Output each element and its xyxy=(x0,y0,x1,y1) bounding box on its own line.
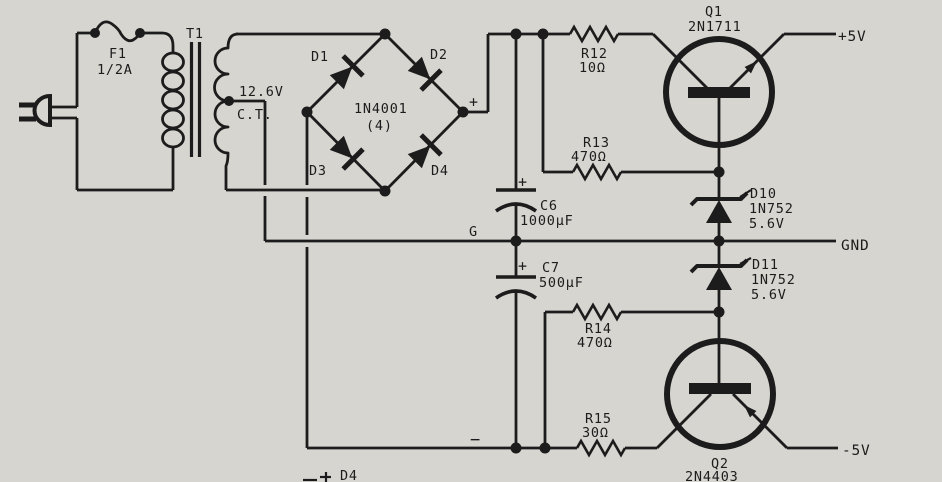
c6-ref: C6 xyxy=(540,198,558,214)
c7-ref: C7 xyxy=(542,260,560,276)
c7-value: 500µF xyxy=(539,275,584,291)
resistor-r15-icon xyxy=(575,438,627,458)
d10-cathode-bar-icon xyxy=(689,191,749,207)
positive-output-label: +5V xyxy=(838,29,867,45)
q2-base-bar-icon xyxy=(689,383,751,394)
diode-d2-label: D2 xyxy=(430,47,448,63)
bridge-rectifier: D1 D2 D3 D4 1N4001 (4) + xyxy=(301,28,478,197)
primary-wiring xyxy=(75,31,173,192)
negative-output-label: -5V xyxy=(842,443,871,459)
d11-ref: D11 xyxy=(752,257,779,273)
capacitor-c6: + C6 1000µF xyxy=(494,34,574,241)
zener-d11: D11 1N752 5.6V xyxy=(689,241,796,318)
r13-value: 470Ω xyxy=(571,149,607,165)
d10-ref: D10 xyxy=(750,186,777,202)
fuse-icon xyxy=(93,20,142,43)
d11-anode-icon xyxy=(706,267,732,290)
r12-value: 10Ω xyxy=(579,60,606,76)
r15-ref: R15 xyxy=(585,411,612,427)
zener-d10: D10 1N752 5.6V xyxy=(689,172,794,241)
q2-emitter-arrow-icon xyxy=(744,405,757,418)
r14-ref: R14 xyxy=(585,321,612,337)
fuse-ref: F1 xyxy=(109,46,127,62)
q1-base-bar-icon xyxy=(688,87,750,98)
diode-d3-icon xyxy=(329,135,365,171)
c6-polarity-sign: + xyxy=(518,173,527,191)
d11-part: 1N752 xyxy=(751,272,796,288)
transistor-q2: Q2 2N4403 -5V xyxy=(656,312,871,482)
c7-polarity-sign: + xyxy=(518,257,527,275)
diode-d3-label: D3 xyxy=(309,163,327,179)
secondary-feeds xyxy=(226,32,385,192)
secondary-winding-icon xyxy=(213,32,239,190)
q1-ref: Q1 xyxy=(705,4,723,20)
diode-d4-icon xyxy=(407,133,443,169)
fuse-value: 1/2A xyxy=(97,62,133,78)
bridge-qty-label: (4) xyxy=(366,118,393,134)
gnd-output-label: GND xyxy=(841,238,870,254)
partial-next-figure: D4 xyxy=(303,468,358,482)
negative-rail: − xyxy=(305,112,657,458)
d10-anode-icon xyxy=(706,200,732,223)
q2-part: 2N4403 xyxy=(685,469,739,482)
transformer-t1: T1 12.6V C.T. xyxy=(140,26,284,190)
q2-ref: Q2 xyxy=(711,456,729,472)
resistor-r14-icon xyxy=(571,302,623,322)
resistor-r13-icon xyxy=(571,162,623,182)
bridge-part-label: 1N4001 xyxy=(354,101,408,117)
c6-curved-plate-icon xyxy=(494,202,538,213)
r15-value: 30Ω xyxy=(582,425,609,441)
c7-curved-plate-icon xyxy=(494,289,538,300)
bridge-positive-sign: + xyxy=(469,93,478,111)
resistor-r12-icon xyxy=(568,24,620,44)
d10-voltage: 5.6V xyxy=(749,216,785,232)
ground-point-label: G xyxy=(469,224,478,240)
partial-d4-label: D4 xyxy=(340,468,358,482)
resistor-r15-labels: R15 30Ω xyxy=(582,411,612,441)
diode-d1-icon xyxy=(329,54,365,90)
r14-value: 470Ω xyxy=(577,335,613,351)
transformer-ref: T1 xyxy=(186,26,204,42)
resistor-r13: R13 470Ω xyxy=(541,34,719,182)
q1-part: 2N1711 xyxy=(688,19,742,35)
diode-d1-label: D1 xyxy=(311,49,329,65)
resistor-r14: R14 470Ω xyxy=(543,302,719,448)
q1-emitter-arrow-icon xyxy=(744,61,757,74)
d11-voltage: 5.6V xyxy=(751,287,787,303)
r12-ref: R12 xyxy=(581,46,608,62)
r13-ref: R13 xyxy=(583,135,610,151)
positive-rail: R12 10Ω xyxy=(463,24,653,114)
secondary-voltage-label: 12.6V xyxy=(239,84,284,100)
plug-body-icon xyxy=(32,93,52,128)
diode-d4-label: D4 xyxy=(431,163,449,179)
center-tap-label: C.T. xyxy=(237,107,273,123)
ac-plug xyxy=(19,93,77,128)
diode-d2-icon xyxy=(407,56,443,92)
capacitor-c7: + C7 500µF xyxy=(494,241,584,448)
c6-value: 1000µF xyxy=(520,213,574,229)
negative-rail-sign: − xyxy=(470,430,480,450)
d10-part: 1N752 xyxy=(749,201,794,217)
transistor-q1: Q1 2N1711 +5V xyxy=(652,4,867,178)
fuse-f1: F1 1/2A xyxy=(90,20,145,78)
